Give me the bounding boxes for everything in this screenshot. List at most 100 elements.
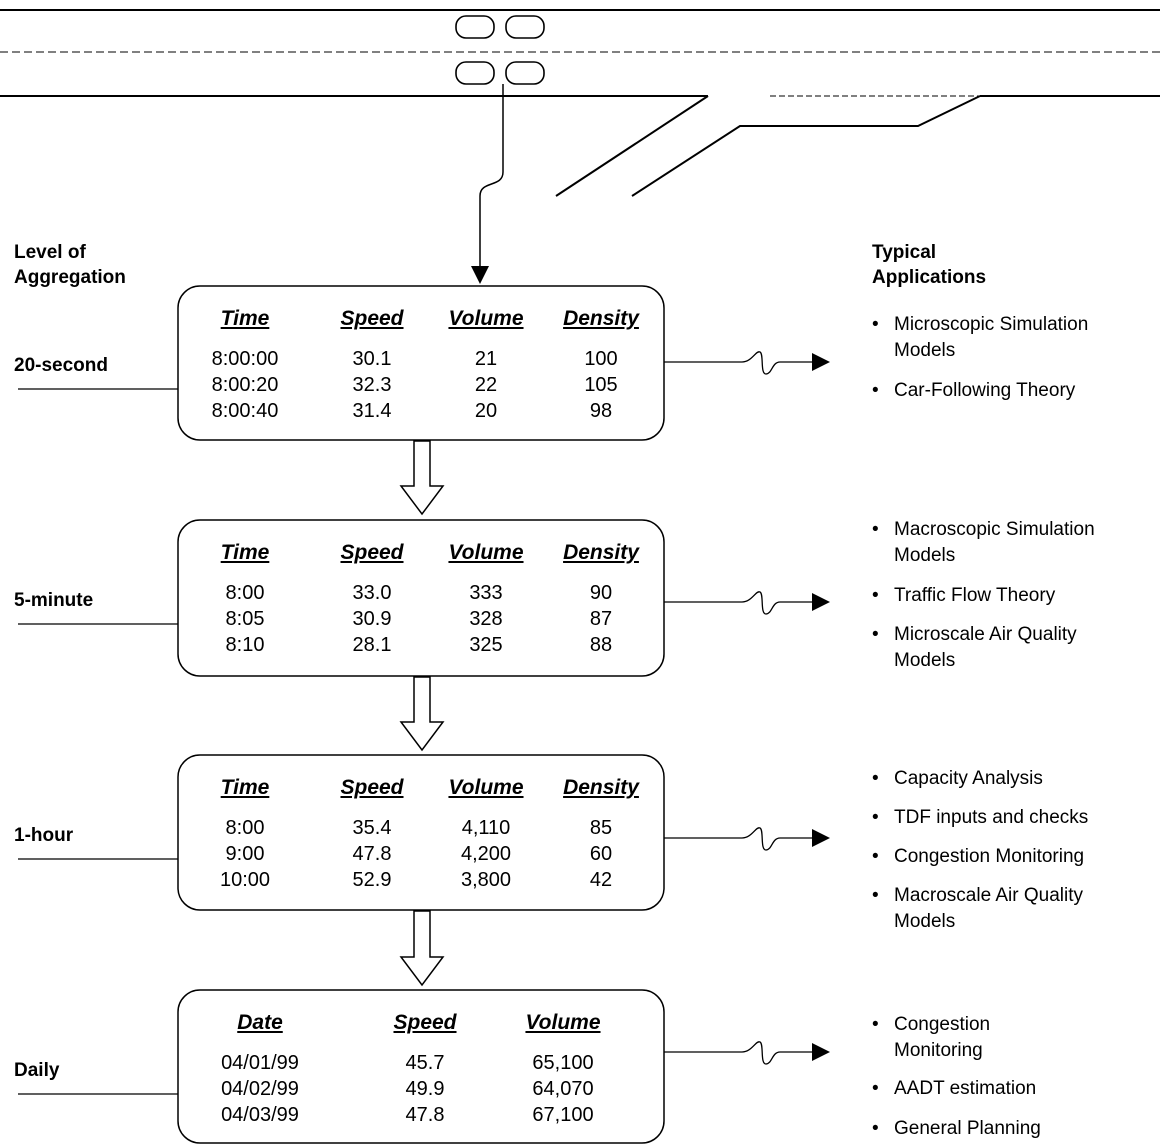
column-header: Density [563, 776, 639, 799]
level-box-20s [177, 285, 665, 441]
column-header: Volume [448, 776, 524, 799]
column-header: Speed [340, 307, 404, 330]
bullet-icon: • [872, 380, 879, 401]
application-text: AADT estimation [894, 1076, 1036, 1102]
table-cell: 20 [474, 400, 498, 422]
application-item: •General Planning [872, 1116, 1152, 1142]
left-header-line1: Level of [14, 242, 86, 263]
table-cell: 64,070 [532, 1078, 594, 1100]
table-cell: 325 [469, 634, 503, 656]
table-cell: 33.0 [352, 582, 392, 604]
table-cell: 30.1 [352, 348, 392, 370]
wire-arrowhead [471, 266, 489, 284]
level-box-daily [177, 989, 665, 1144]
table-cell: 333 [469, 582, 503, 604]
application-line: Microscopic Simulation [894, 314, 1089, 335]
application-line: Models [894, 340, 956, 361]
table-cell: 88 [589, 634, 613, 656]
application-arrows [664, 351, 812, 1065]
table-cell: 47.8 [352, 843, 392, 865]
level-box-1h [177, 754, 665, 911]
table-cell: 45.7 [405, 1052, 445, 1074]
aggregate-arrow [399, 910, 445, 987]
left-column-header: Level of Aggregation [14, 240, 126, 290]
table-cell: 67,100 [532, 1104, 594, 1126]
table-cell: 105 [584, 374, 618, 396]
loop-detector [505, 61, 545, 85]
bullet-icon: • [872, 1078, 879, 1099]
application-text: TDF inputs and checks [894, 805, 1088, 831]
table-cell: 100 [584, 348, 618, 370]
column-header: Date [237, 1011, 283, 1034]
application-line: AADT estimation [894, 1078, 1037, 1099]
aggregate-arrow [399, 440, 445, 516]
column-header: Time [220, 776, 270, 799]
application-arrow [664, 1041, 812, 1065]
table-cell: 65,100 [532, 1052, 594, 1074]
bullet-icon: • [872, 519, 879, 540]
right-column-header: Typical Applications [872, 240, 986, 290]
table-cell: 8:00 [225, 582, 265, 604]
application-text: Car-Following Theory [894, 378, 1075, 404]
bullet-icon: • [872, 768, 879, 789]
column-header: Volume [448, 307, 524, 330]
application-text: Congestion Monitoring [894, 844, 1084, 870]
detector-wire [479, 84, 504, 268]
bullet-icon: • [872, 1014, 879, 1035]
application-line: Congestion [894, 1014, 991, 1035]
roadway [0, 9, 1160, 197]
column-header: Density [563, 541, 639, 564]
table-cell: 9:00 [225, 843, 265, 865]
table-cell: 32.3 [352, 374, 392, 396]
left-header-line2: Aggregation [14, 267, 126, 288]
bullet-icon: • [872, 624, 879, 645]
column-header: Time [220, 307, 270, 330]
aggregate-arrow [399, 676, 445, 752]
loop-detector [505, 15, 545, 39]
application-line: Models [894, 650, 956, 671]
application-item: •Capacity Analysis [872, 766, 1152, 792]
ramp-near-edge [555, 95, 709, 197]
level-label: 1-hour [14, 825, 74, 846]
bullet-icon: • [872, 885, 879, 906]
table-cell: 22 [474, 374, 498, 396]
application-arrow [664, 351, 812, 375]
loop-detector [455, 61, 495, 85]
column-header: Volume [448, 541, 524, 564]
table-cell: 8:00:40 [211, 400, 279, 422]
table-cell: 10:00 [219, 869, 271, 891]
application-item: •TDF inputs and checks [872, 805, 1152, 831]
arrowhead [812, 353, 830, 371]
table-cell: 31.4 [352, 400, 392, 422]
loop-detector [455, 15, 495, 39]
column-header: Density [563, 307, 639, 330]
arrowhead [812, 829, 830, 847]
column-header: Speed [393, 1011, 457, 1034]
table-cell: 49.9 [405, 1078, 445, 1100]
application-line: Models [894, 911, 956, 932]
arrowhead [812, 593, 830, 611]
bullet-icon: • [872, 846, 879, 867]
table-cell: 4,110 [461, 817, 511, 839]
application-line: Congestion Monitoring [894, 846, 1085, 867]
application-arrow [664, 827, 812, 851]
application-line: Car-Following Theory [894, 380, 1076, 401]
application-line: Macroscopic Simulation [894, 519, 1095, 540]
application-line: Macroscale Air Quality [894, 885, 1084, 906]
table-cell: 21 [474, 348, 498, 370]
application-arrow [664, 591, 812, 615]
table-cell: 30.9 [352, 608, 392, 630]
bullet-icon: • [872, 585, 879, 606]
application-item: • AADT estimation [872, 1076, 1152, 1102]
application-line: Monitoring [894, 1040, 983, 1061]
table-cell: 85 [589, 817, 613, 839]
application-text: General Planning [894, 1116, 1041, 1142]
